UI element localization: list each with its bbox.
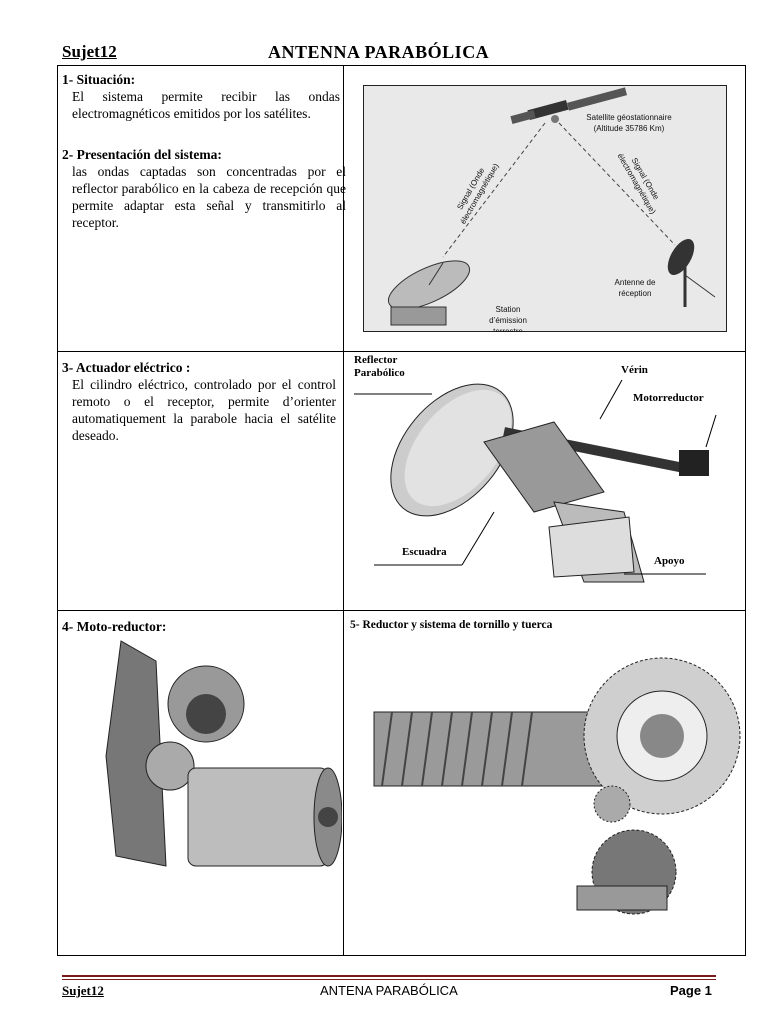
gearbox-plate-icon: [105, 640, 245, 867]
section-5-title: 5- Reductor y sistema de tornillo y tuer…: [350, 619, 553, 631]
motor-label: Motorreductor: [633, 392, 704, 404]
section-4-title: 4- Moto-reductor:: [62, 619, 167, 634]
reflector-label-line2: Parabólico: [354, 367, 405, 379]
receiving-antenna-icon: [667, 238, 716, 307]
footer-rule: [62, 975, 716, 977]
section-3-text: El cilindro eléctrico, controlado por el…: [72, 377, 336, 443]
verin-label: Vérin: [621, 364, 648, 376]
parabolic-reflector-icon: [390, 383, 514, 517]
support-plate-icon: [548, 516, 635, 578]
content-table: [57, 65, 746, 956]
actuator-diagram: [354, 379, 717, 583]
antenna-label-line2: réception: [619, 289, 652, 298]
station-label-line3: terrestre: [493, 327, 523, 332]
satellite-label-line1: Satellite géostationnaire: [586, 113, 672, 122]
reducer-screw-illustration: [373, 657, 741, 915]
ground-station-dish-icon: [387, 260, 471, 326]
pinion-gear-icon: [576, 785, 677, 915]
footer-title: ANTENA PARABÓLICA: [320, 983, 458, 998]
footer-subject: Sujet12: [62, 983, 104, 998]
escuadra-label: Escuadra: [402, 546, 447, 558]
station-label-line1: Station: [496, 305, 521, 314]
page-number: Page 1: [670, 983, 712, 998]
section-1-text: El sistema permite recibir las ondas ele…: [72, 89, 340, 121]
satellite-label-line2: (Altitude 35786 Km): [594, 124, 665, 133]
page-title: ANTENNA PARABÓLICA: [268, 42, 490, 62]
station-label-line2: d’émission: [489, 316, 527, 325]
electric-motor-icon: [187, 767, 342, 867]
section-3-title: 3- Actuador eléctrico :: [62, 360, 191, 375]
large-gear-icon: [583, 657, 741, 815]
reflector-label-line1: Reflector: [354, 354, 398, 366]
table-divider-vertical: [343, 65, 344, 956]
satellite-icon: [510, 87, 628, 124]
footer-rule-thin: [62, 979, 716, 980]
section-2-title: 2- Presentación del sistema:: [62, 147, 222, 162]
table-divider-row1: [57, 351, 746, 352]
subject-label: Sujet12: [62, 42, 117, 61]
motor-reducer-illustration: [105, 640, 342, 867]
antenna-label-line1: Antenne de: [615, 278, 656, 287]
section-2-text: las ondas captadas son concentradas por …: [72, 164, 346, 230]
apoyo-label: Apoyo: [654, 555, 685, 567]
table-divider-row2: [57, 610, 746, 611]
satellite-diagram: Satellite géostationnaire (Altitude 3578…: [363, 85, 727, 332]
section-1-title: 1- Situación:: [62, 72, 136, 87]
